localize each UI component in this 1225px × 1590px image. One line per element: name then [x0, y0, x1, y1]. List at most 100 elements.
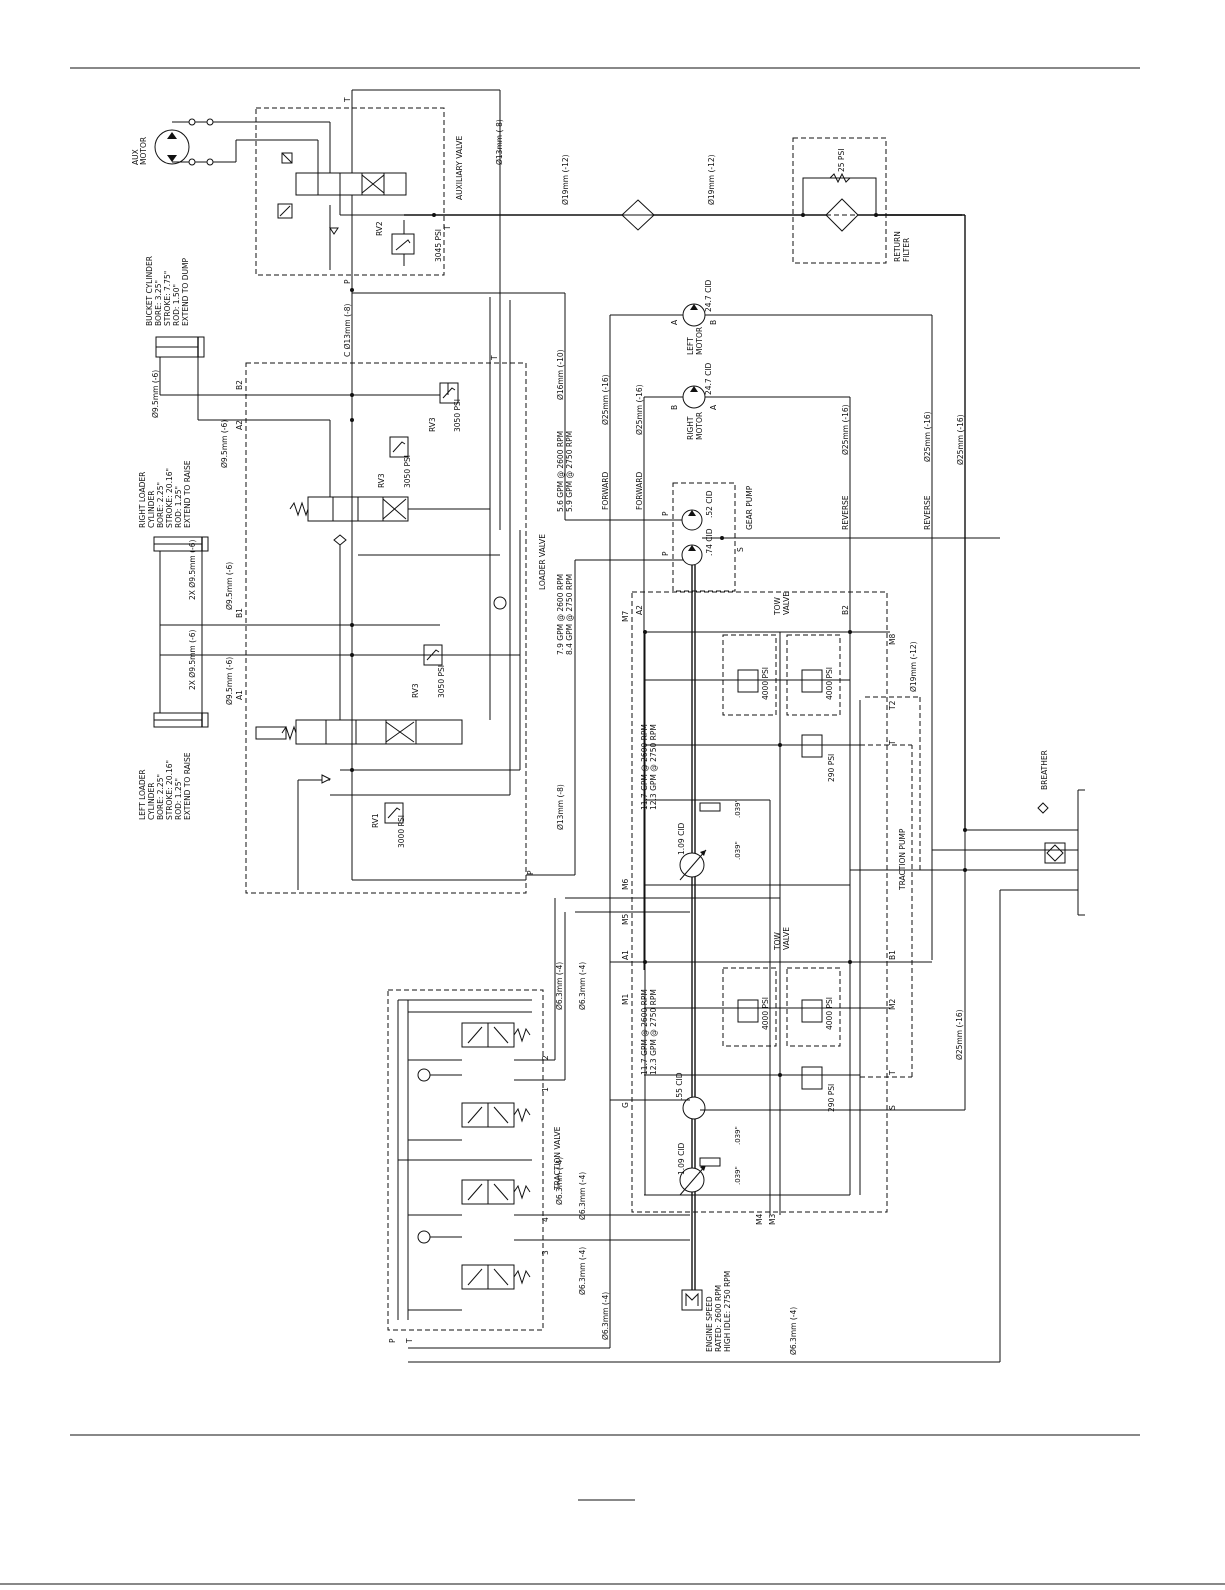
rv2-psi-label: 3045 PSI [434, 229, 443, 262]
svg-text:T: T [490, 355, 499, 361]
svg-text:MOTOR: MOTOR [695, 412, 704, 440]
svg-text:M6: M6 [621, 879, 630, 890]
svg-text:.74 CID: .74 CID [705, 528, 714, 556]
auxiliary-valve-outline [255, 107, 445, 276]
svg-text:Ø9.5mm (-6): Ø9.5mm (-6) [220, 420, 229, 468]
svg-text:Ø6.3mm (-4): Ø6.3mm (-4) [789, 1307, 798, 1355]
svg-text:EXTEND TO DUMP: EXTEND TO DUMP [181, 258, 190, 326]
svg-text:BUCKET CYLINDER: BUCKET CYLINDER [145, 256, 154, 326]
svg-text:3050 PSI: 3050 PSI [453, 399, 462, 432]
servo-icon [699, 1157, 721, 1167]
check-valve-icon [321, 774, 332, 784]
svg-text:1: 1 [541, 1087, 550, 1092]
filter-psi-label: 25 PSI [837, 149, 846, 172]
relief-valve-block [722, 634, 777, 716]
spring-icon [281, 725, 297, 741]
svg-text:.039": .039" [734, 841, 742, 860]
svg-text:A: A [709, 404, 718, 410]
traction-valve-outline [387, 989, 544, 1331]
svg-text:A2: A2 [635, 605, 644, 615]
svg-text:MOTOR: MOTOR [695, 327, 704, 355]
svg-text:RV3: RV3 [411, 683, 420, 698]
svg-text:2: 2 [541, 1055, 550, 1060]
rv2-label: RV2 [375, 221, 384, 236]
gauge-port-icon [417, 1230, 431, 1244]
aux-motor-label-2: MOTOR [139, 137, 148, 165]
svg-text:Ø25mm (-16): Ø25mm (-16) [635, 384, 644, 435]
svg-text:24.7 CID: 24.7 CID [704, 279, 713, 312]
aux-motor-label-1: AUX [131, 149, 140, 165]
relief-valve-block [786, 634, 841, 716]
svg-text:3050 PSI: 3050 PSI [403, 455, 412, 488]
spring-icon [513, 1027, 531, 1043]
svg-text:7.9 GPM @ 2600 RPM: 7.9 GPM @ 2600 RPM [556, 574, 565, 655]
svg-text:1.09 CID: 1.09 CID [677, 822, 686, 855]
coupler-icon [206, 118, 214, 126]
svg-text:B2: B2 [235, 380, 244, 390]
svg-text:T: T [888, 1070, 897, 1076]
svg-text:LEFT: LEFT [686, 337, 695, 355]
svg-text:1.09 CID: 1.09 CID [677, 1142, 686, 1175]
auxiliary-valve-group: RV2 3045 PSI AUXILIARY VALVE T T P [255, 90, 962, 292]
svg-text:TRACTION PUMP: TRACTION PUMP [898, 828, 907, 891]
svg-text:HIGH IDLE: 2750 RPM: HIGH IDLE: 2750 RPM [723, 1271, 732, 1352]
svg-text:3050 PSI: 3050 PSI [437, 665, 446, 698]
servo-icon [699, 802, 721, 812]
svg-text:12.3 GPM @ 2750 RPM: 12.3 GPM @ 2750 RPM [649, 724, 658, 810]
svg-text:GEAR PUMP: GEAR PUMP [745, 485, 754, 530]
relief-valve-icon [801, 734, 823, 758]
svg-text:STROKE: 20.16": STROKE: 20.16" [165, 760, 174, 820]
rv1-relief-valve-icon [384, 802, 404, 824]
svg-text:12.3 GPM @ 2750 RPM: 12.3 GPM @ 2750 RPM [649, 989, 658, 1075]
svg-text:P: P [661, 551, 670, 556]
svg-text:VALVE: VALVE [782, 592, 791, 615]
svg-text:T: T [343, 97, 352, 103]
right-motor-group: 24.7 CID RIGHT MOTOR B A [670, 362, 718, 440]
charge-pump-icon [682, 1096, 706, 1120]
auxiliary-spool [295, 172, 407, 196]
spring-icon [513, 1269, 531, 1285]
return-filter-group: 25 PSI RETURN FILTER [792, 137, 911, 264]
svg-text:Ø19mm (-12): Ø19mm (-12) [909, 641, 918, 692]
svg-text:8.4 GPM @ 2750 RPM: 8.4 GPM @ 2750 RPM [565, 574, 574, 655]
svg-text:.039": .039" [734, 799, 742, 818]
svg-text:P: P [526, 870, 535, 875]
svg-text:.55 CID: .55 CID [675, 1072, 684, 1100]
svg-text:T: T [888, 740, 897, 746]
svg-text:B2: B2 [841, 605, 850, 615]
svg-text:Ø25mm (-16): Ø25mm (-16) [955, 1009, 964, 1060]
bucket-cylinder-group: BUCKET CYLINDER BORE: 3.25" STROKE: 7.75… [145, 256, 448, 468]
svg-text:4000 PSI: 4000 PSI [825, 997, 834, 1030]
svg-text:Ø9.5mm (-6): Ø9.5mm (-6) [151, 370, 160, 418]
svg-text:.039": .039" [734, 1166, 742, 1185]
return-filter-label-1: RETURN [893, 231, 902, 262]
gear-pump-outline [672, 482, 736, 592]
auxiliary-valve-label: AUXILIARY VALVE [455, 136, 464, 200]
svg-text:LEFT LOADER: LEFT LOADER [138, 769, 147, 820]
svg-text:RV3: RV3 [377, 473, 386, 488]
relief-valve-icon [801, 1066, 823, 1090]
svg-text:RATED: 2600 RPM: RATED: 2600 RPM [714, 1285, 723, 1352]
engine-group: ENGINE SPEED RATED: 2600 RPM HIGH IDLE: … [681, 1271, 732, 1352]
loader-pressure-line-label: C Ø13mm (-8) [343, 304, 352, 357]
svg-text:T2: T2 [888, 700, 897, 711]
svg-text:B1: B1 [235, 608, 244, 618]
svg-text:Ø13mm (-8): Ø13mm (-8) [556, 784, 565, 830]
loader-valve-group: LOADER VALVE C Ø13mm (-8) T P RV3 3050 P… [160, 290, 547, 894]
svg-text:P: P [343, 279, 352, 284]
svg-text:Ø25mm (-16): Ø25mm (-16) [601, 374, 610, 425]
svg-text:B: B [670, 405, 679, 410]
svg-text:ROD: 1.50": ROD: 1.50" [172, 284, 181, 326]
svg-text:STROKE: 20.16": STROKE: 20.16" [165, 468, 174, 528]
svg-text:Ø9.5mm (-6): Ø9.5mm (-6) [225, 562, 234, 610]
svg-text:Ø25mm (-16): Ø25mm (-16) [923, 411, 932, 462]
rv3-relief-valve-icon [439, 382, 459, 404]
svg-text:M2: M2 [888, 999, 897, 1010]
svg-text:Ø6.3mm (-4): Ø6.3mm (-4) [555, 1157, 564, 1205]
lift-spool [295, 719, 463, 745]
relief-valve-icon [737, 669, 759, 693]
loader-valve-outline [245, 362, 527, 894]
svg-text:24.7 CID: 24.7 CID [704, 362, 713, 395]
svg-text:BORE: 2.25": BORE: 2.25" [156, 774, 165, 820]
